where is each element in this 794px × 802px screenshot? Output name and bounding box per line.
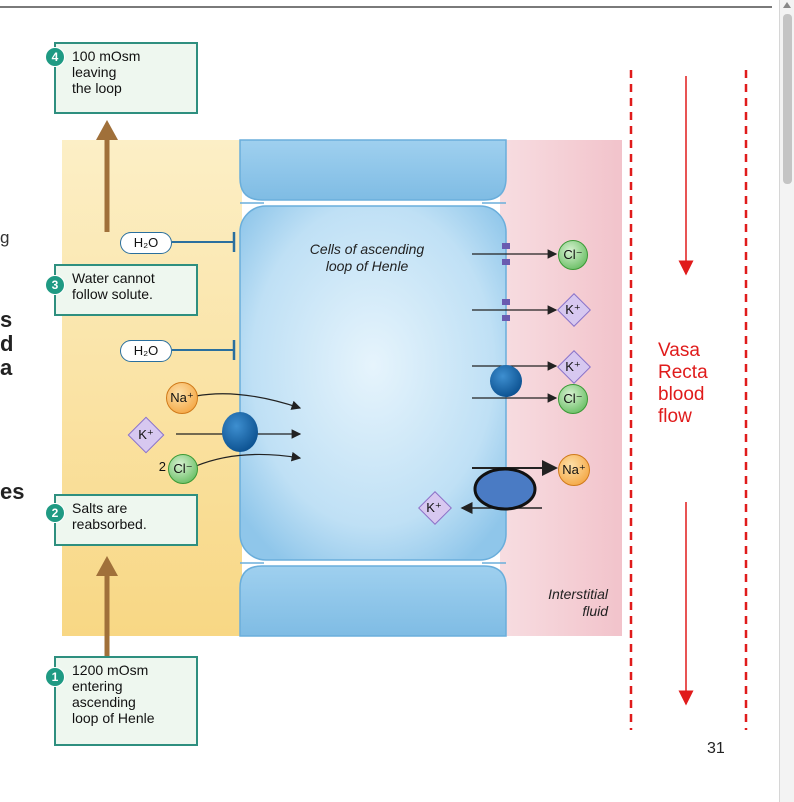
text-fragment-4: a — [0, 355, 13, 380]
nkcc-transporter — [222, 412, 258, 452]
chloride-ion-cotransport: Cl⁻ — [558, 384, 588, 414]
step-4-badge: 4 — [45, 47, 65, 67]
potassium-ion-cotransport: K⁺ — [565, 359, 581, 374]
text-fragment-2: s — [0, 307, 13, 332]
vasa-recta-label: Vasa Recta blood flow — [658, 340, 708, 427]
chloride-ion-lumen: Cl⁻ — [168, 454, 198, 484]
sodium-ion-pump: Na⁺ — [558, 454, 590, 486]
vertical-scrollbar[interactable] — [779, 0, 794, 802]
na-k-atpase — [473, 467, 537, 511]
water-molecule-2: H₂O — [120, 340, 172, 362]
scroll-up-arrow-icon[interactable] — [783, 2, 791, 8]
chloride-coefficient: 2 — [158, 459, 166, 474]
text-fragment-3: d — [0, 331, 14, 356]
potassium-ion-lumen: K⁺ — [138, 427, 154, 442]
page-number: 31 — [707, 740, 725, 757]
step-1-badge: 1 — [45, 667, 65, 687]
potassium-ion-channel: K⁺ — [565, 302, 581, 317]
kcl-cotransporter — [490, 365, 522, 397]
sodium-ion-lumen: Na⁺ — [166, 382, 198, 414]
text-fragment-5: es — [0, 479, 25, 504]
water-molecule-1: H₂O — [120, 232, 172, 254]
text-fragment-1: g — [0, 228, 10, 247]
upper-cell — [239, 139, 507, 201]
tubule-lumen-region — [62, 140, 242, 636]
potassium-ion-pump: K⁺ — [426, 500, 442, 515]
step-3-badge: 3 — [45, 275, 65, 295]
step-2-badge: 2 — [45, 503, 65, 523]
lower-cell — [239, 565, 507, 637]
scrollbar-thumb[interactable] — [783, 14, 792, 184]
chloride-ion-channel: Cl⁻ — [558, 240, 588, 270]
top-border-line — [0, 6, 772, 8]
